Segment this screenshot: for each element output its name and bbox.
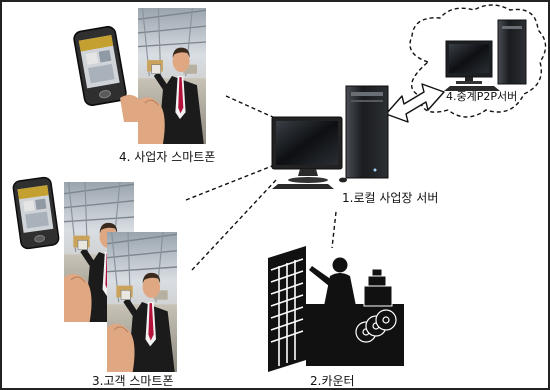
hand-icon (120, 94, 146, 122)
businessman-photo (106, 232, 178, 372)
double-arrow-icon (385, 83, 445, 123)
link-customer-phone-1-local (185, 165, 273, 201)
label-customer-smartphone: 3.고객 스마트폰 (92, 374, 174, 388)
cashier-icon (309, 257, 356, 306)
server-tower-icon (345, 85, 389, 179)
connections (185, 95, 337, 271)
label-counter: 2.카운터 (310, 374, 355, 388)
smartphone-icon (11, 175, 61, 251)
link-customer-phone-2-local (191, 179, 277, 271)
owner-smartphone (72, 8, 207, 144)
computer-icon (271, 116, 347, 189)
link-local-counter (331, 211, 337, 249)
relay-server-cloud (409, 4, 547, 118)
cash-register-icon (363, 268, 393, 307)
label-local-server: 1.로컬 사업장 서버 (342, 191, 439, 205)
customer-smartphones (11, 175, 178, 372)
local-server (271, 85, 389, 189)
label-owner-smartphone: 4. 사업자 스마트폰 (119, 150, 216, 164)
businessman-photo (137, 8, 207, 144)
label-relay-server: 4.중계P2P서버 (446, 90, 518, 103)
disc-icon (355, 309, 397, 343)
relay-tower-icon (497, 19, 527, 85)
counter (268, 246, 404, 372)
relay-monitor-icon (445, 40, 493, 84)
smartphone-icon (72, 24, 128, 108)
link-owner-phone-local (225, 95, 276, 119)
shelf-icon (268, 246, 306, 372)
